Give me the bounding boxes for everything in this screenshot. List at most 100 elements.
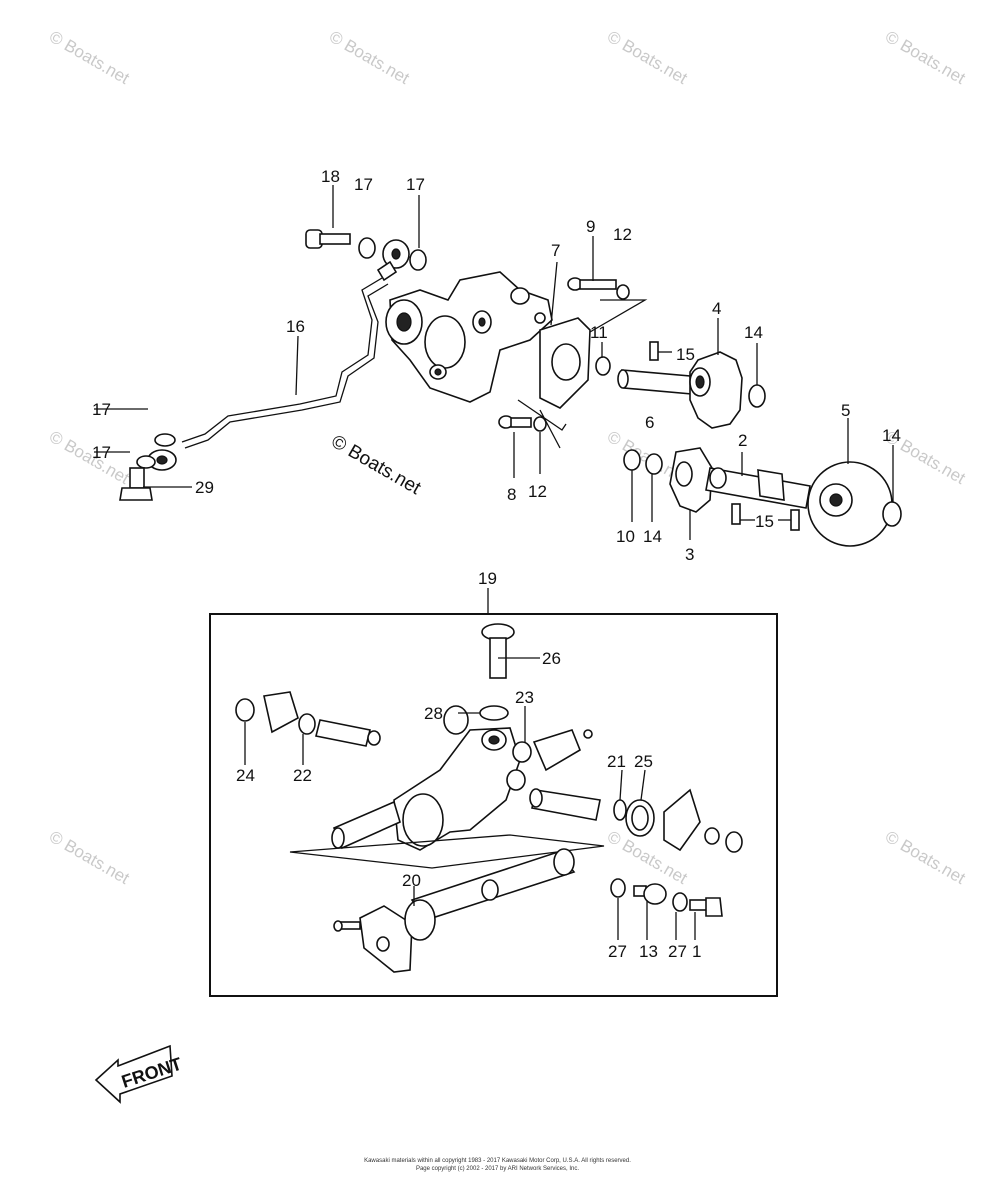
gasket-7 <box>539 317 591 409</box>
callout-17: 17 <box>92 400 111 419</box>
bolt-9 <box>567 277 617 291</box>
washer-12b <box>533 416 547 432</box>
watermark: © Boats.net <box>882 827 969 888</box>
banjo-bolt-18 <box>305 229 351 249</box>
callout-23: 23 <box>515 688 534 707</box>
lower-assembly <box>235 623 743 973</box>
shaft-6 <box>617 369 693 395</box>
callout-16: 16 <box>286 317 305 336</box>
washer-17c <box>154 433 176 447</box>
callout-13: 13 <box>639 942 658 961</box>
oil-pump-body <box>385 271 553 403</box>
callout-1: 1 <box>692 942 701 961</box>
callout-4: 4 <box>712 299 721 318</box>
ring-14 <box>645 453 663 475</box>
watermark: © Boats.net <box>46 27 133 88</box>
pin-15c <box>790 509 800 531</box>
callout-15: 15 <box>755 512 774 531</box>
callout-3: 3 <box>685 545 694 564</box>
callout-17: 17 <box>354 175 373 194</box>
callout-24: 24 <box>236 766 255 785</box>
shaft-21 <box>529 788 601 821</box>
gear-4 <box>689 351 743 429</box>
washer-14 <box>748 384 766 408</box>
callout-20: 20 <box>402 871 421 890</box>
bolt-8 <box>498 415 532 429</box>
callout-14: 14 <box>744 323 763 342</box>
callout-17: 17 <box>406 175 425 194</box>
callout-17: 17 <box>92 443 111 462</box>
watermark: © Boats.net <box>46 827 133 888</box>
callout-29: 29 <box>195 478 214 497</box>
seal-23 <box>512 729 593 772</box>
lever-plate <box>663 788 701 852</box>
callout-14: 14 <box>643 527 662 546</box>
watermark: © Boats.net <box>882 27 969 88</box>
copyright-line: Kawasaki materials within all copyright … <box>364 1158 631 1164</box>
ring-21 <box>613 799 627 821</box>
callout-10: 10 <box>616 527 635 546</box>
gear-5 <box>807 461 893 547</box>
washer-14b <box>882 501 902 527</box>
part-24 <box>235 698 255 722</box>
bolt-29 <box>119 467 153 501</box>
shaft-20 <box>410 848 576 921</box>
callout-6: 6 <box>645 413 654 432</box>
washer-right-b <box>725 831 743 853</box>
callout-27: 27 <box>608 942 627 961</box>
shaft-lower-left <box>331 800 401 850</box>
screw-lower-left <box>333 920 361 932</box>
washer-27b <box>672 892 688 912</box>
callout-15: 15 <box>676 345 695 364</box>
callout-19: 19 <box>478 569 497 588</box>
kit-frame-19 <box>209 613 778 997</box>
front-arrow-icon: FRONT <box>94 1044 184 1104</box>
bolt-26 <box>481 623 515 679</box>
washer-12 <box>616 284 630 300</box>
shaft-2 <box>705 467 811 509</box>
sleeve-22 <box>263 691 381 747</box>
washer-17 <box>358 237 376 259</box>
callout-27: 27 <box>668 942 687 961</box>
callout-7: 7 <box>551 241 560 260</box>
callout-28: 28 <box>424 704 443 723</box>
callout-18: 18 <box>321 167 340 186</box>
washer-28 <box>479 705 509 721</box>
callout-21: 21 <box>607 752 626 771</box>
banjo-fitting-top <box>376 239 410 282</box>
callout-14: 14 <box>882 426 901 445</box>
circlip-11 <box>595 356 611 376</box>
washer-right-a <box>704 827 720 845</box>
watermark: © Boats.net <box>604 27 691 88</box>
callout-25: 25 <box>634 752 653 771</box>
pump-body-lower <box>393 705 526 851</box>
callout-12: 12 <box>613 225 632 244</box>
gear-3 <box>669 447 713 513</box>
spring-25 <box>625 799 655 837</box>
lower-leaders <box>244 657 696 940</box>
callout-22: 22 <box>293 766 312 785</box>
callout-8: 8 <box>507 485 516 504</box>
pin-15b <box>731 503 741 525</box>
watermark: © Boats.net <box>326 27 413 88</box>
callout-5: 5 <box>841 401 850 420</box>
callout-26: 26 <box>542 649 561 668</box>
cover-plate-20 <box>359 899 436 973</box>
callout-9: 9 <box>586 217 595 236</box>
upper-assembly <box>119 229 902 547</box>
callouts: 18 17 17 9 12 7 16 11 15 4 14 5 17 6 2 1… <box>92 167 901 961</box>
callout-2: 2 <box>738 431 747 450</box>
washer-17d <box>136 455 156 469</box>
callout-12: 12 <box>528 482 547 501</box>
washer-27 <box>610 878 626 898</box>
copyright-line-2: Page copyright (c) 2002 - 2017 by ARI Ne… <box>415 1166 580 1172</box>
washer-17b <box>409 249 427 271</box>
callout-11: 11 <box>590 323 608 342</box>
center-watermark: © Boats.net <box>328 431 425 499</box>
ring-10 <box>623 449 641 471</box>
upper-leaders <box>94 185 894 540</box>
pin-15 <box>649 341 659 361</box>
bolt-1 <box>689 897 723 917</box>
watermark: © Boats.net <box>46 427 133 488</box>
